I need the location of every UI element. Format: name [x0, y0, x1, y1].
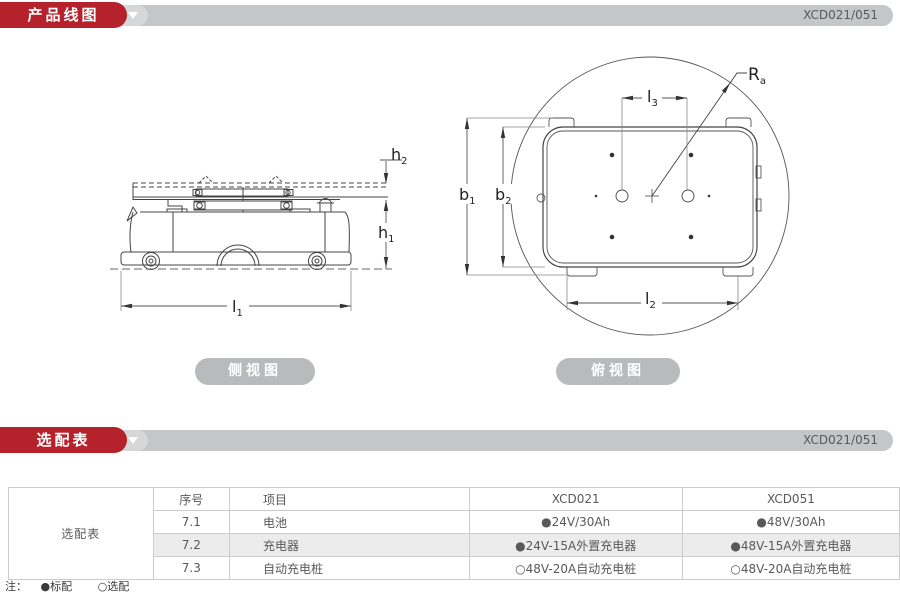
note-prefix: 注： — [5, 580, 27, 593]
model-code: XCD021/051 — [803, 8, 878, 22]
dimension-label-b2: b2 — [495, 185, 512, 207]
cell-xcd051: ○48V-20A自动充电桩 — [681, 556, 900, 580]
model-code: XCD021/051 — [803, 433, 878, 447]
header-bar — [112, 430, 893, 451]
table-row: 7.1 电池 ●24V/30Ah ●48V/30Ah — [9, 510, 900, 534]
dimension-label-l2: l2 — [645, 289, 656, 311]
triangle-down-icon — [128, 12, 138, 19]
column-header-item: 项目 — [228, 487, 470, 511]
top-view-label-pill: 俯视图 — [556, 358, 680, 385]
cell-item: 自动充电桩 — [228, 556, 470, 580]
label-mask — [641, 289, 662, 307]
dimension-label-b1: b1 — [459, 185, 476, 207]
side-view-label-pill: 侧视图 — [195, 358, 315, 385]
section-header-product-line: 产品线图 XCD021/051 — [0, 2, 900, 30]
top-view-arrowheads — [464, 83, 738, 306]
cell-xcd021: ●24V/30Ah — [468, 510, 683, 534]
section-header-options: 选配表 XCD021/051 — [0, 427, 900, 455]
dimension-label-ra: Ra — [748, 65, 766, 87]
column-header-xcd051: XCD051 — [681, 487, 900, 511]
section-title: 产品线图 — [27, 6, 100, 24]
table-row-header: 选配表 — [8, 487, 154, 580]
table-header-row: 选配表 序号 项目 XCD021 XCD051 — [8, 487, 900, 580]
section-title-pill: 选配表 — [0, 427, 127, 453]
side-view-arrowheads — [121, 173, 389, 309]
section-title-pill: 产品线图 — [0, 2, 127, 28]
triangle-down-icon — [128, 437, 138, 444]
cell-no: 7.2 — [152, 533, 230, 557]
top-view-dots — [594, 152, 711, 240]
column-header-no: 序号 — [152, 487, 230, 511]
cell-xcd051: ●48V-15A外置充电器 — [681, 533, 900, 557]
section-title: 选配表 — [36, 431, 91, 449]
legend-standard: ●标配 — [40, 580, 73, 593]
dimension-label-l1: l1 — [232, 297, 243, 319]
cell-xcd021: ●24V-15A外置充电器 — [468, 533, 683, 557]
side-view-drawing — [110, 175, 392, 270]
cell-no: 7.1 — [152, 510, 230, 534]
label-mask — [642, 88, 662, 105]
dimension-label-h1: h1 — [378, 223, 395, 245]
table-row: 7.3 自动充电桩 ○48V-20A自动充电桩 ○48V-20A自动充电桩 — [9, 556, 900, 580]
table-row: 7.2 充电器 ●24V-15A外置充电器 ●48V-15A外置充电器 — [9, 533, 900, 557]
cell-no: 7.3 — [152, 556, 230, 580]
legend-note: 注： ●标配 ○选配 — [5, 578, 151, 594]
dimension-label-l3: l3 — [647, 87, 658, 109]
label-mask — [227, 297, 249, 315]
cell-xcd051: ●48V/30Ah — [681, 510, 900, 534]
label-mask — [456, 184, 478, 204]
dimension-label-h2: h2 — [391, 145, 408, 167]
cell-item: 电池 — [228, 510, 470, 534]
label-mask — [374, 223, 395, 242]
cell-item: 充电器 — [228, 533, 470, 557]
product-line-drawing: h2 h1 l1 — [110, 56, 790, 336]
header-bar — [112, 5, 893, 26]
options-table: 选配表 序号 项目 XCD021 XCD051 7.1 电池 ●24V/30Ah… — [8, 487, 900, 580]
cell-xcd021: ○48V-20A自动充电桩 — [468, 556, 683, 580]
legend-optional: ○选配 — [97, 580, 130, 593]
column-header-xcd021: XCD021 — [468, 487, 683, 511]
label-mask — [492, 184, 514, 204]
top-view-extension-lines — [467, 98, 739, 310]
